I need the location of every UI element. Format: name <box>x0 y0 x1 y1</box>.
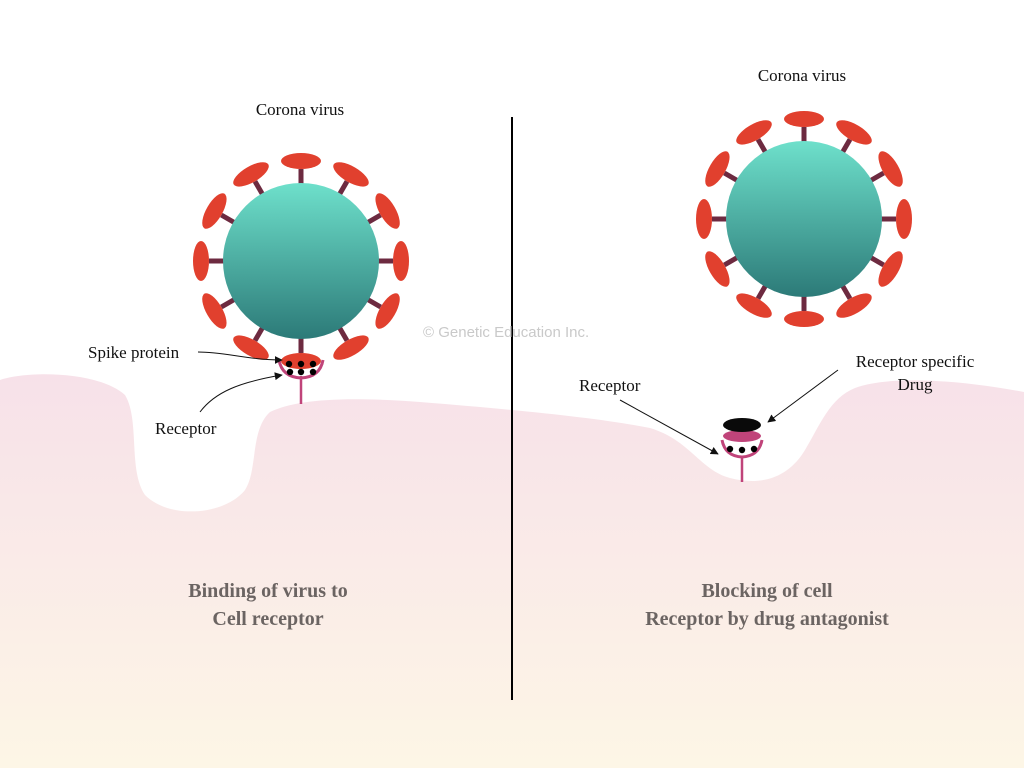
left-receptor <box>277 359 325 404</box>
right-spike-head <box>784 311 824 327</box>
left-receptor-site <box>285 360 293 368</box>
left-caption-line2: Cell receptor <box>212 608 323 630</box>
left-virus <box>193 153 409 369</box>
left-virus-label: Corona virus <box>256 100 344 119</box>
left-spike-head <box>202 193 227 229</box>
left-receptor-site <box>309 368 317 376</box>
right-receptor-label: Receptor <box>579 376 641 395</box>
left-spike-head <box>193 241 209 281</box>
right-spike-head <box>736 120 772 145</box>
left-caption-line1: Binding of virus to <box>188 580 347 602</box>
right-spike-head <box>878 151 903 187</box>
right-receptor-site <box>738 446 746 454</box>
right-receptor-site <box>726 445 734 453</box>
left-receptor-site <box>286 368 294 376</box>
left-receptor-cup <box>277 359 325 380</box>
right-spike-head <box>784 111 824 127</box>
left-spike-label: Spike protein <box>88 343 180 362</box>
drug-molecule <box>723 418 761 432</box>
right-spike-head <box>836 293 872 318</box>
left-spike-head <box>233 162 269 187</box>
watermark-text: © Genetic Education Inc. <box>423 324 589 341</box>
right-receptor-cup <box>720 439 764 459</box>
receptor-pointer-arrow <box>199 372 283 413</box>
right-spike-head <box>705 251 730 287</box>
spike-pointer-arrow <box>197 351 283 364</box>
right-virus <box>696 111 912 327</box>
right-virus-label: Corona virus <box>758 66 846 85</box>
drug-pointer-arrow <box>767 369 839 423</box>
left-virus-body <box>223 183 379 339</box>
right-spike-head <box>705 151 730 187</box>
right-spike-head <box>836 120 872 145</box>
right-caption-line1: Blocking of cell <box>701 580 833 602</box>
left-spike-head <box>375 293 400 329</box>
right-spike-head <box>878 251 903 287</box>
left-receptor-site <box>309 360 317 368</box>
right-spike-head <box>736 293 772 318</box>
left-spike-head <box>281 153 321 169</box>
drug-label-line2: Drug <box>898 375 933 394</box>
right-spike-head <box>896 199 912 239</box>
left-spike-head <box>393 241 409 281</box>
left-receptor-site <box>297 360 305 368</box>
left-spike-head <box>375 193 400 229</box>
left-receptor-label: Receptor <box>155 419 217 438</box>
left-spike-head <box>333 335 369 360</box>
left-spike-head <box>233 335 269 360</box>
right-receptor <box>720 418 764 482</box>
right-virus-body <box>726 141 882 297</box>
right-spike-head <box>696 199 712 239</box>
right-receptor-site <box>750 445 758 453</box>
drug-label-line1: Receptor specific <box>856 352 975 371</box>
left-spike-head <box>202 293 227 329</box>
left-spike-head <box>333 162 369 187</box>
right-receptor-pointer-arrow <box>619 399 719 455</box>
left-receptor-site <box>297 368 305 376</box>
drug-pink-layer <box>723 430 761 442</box>
right-caption-line2: Receptor by drug antagonist <box>645 608 889 630</box>
